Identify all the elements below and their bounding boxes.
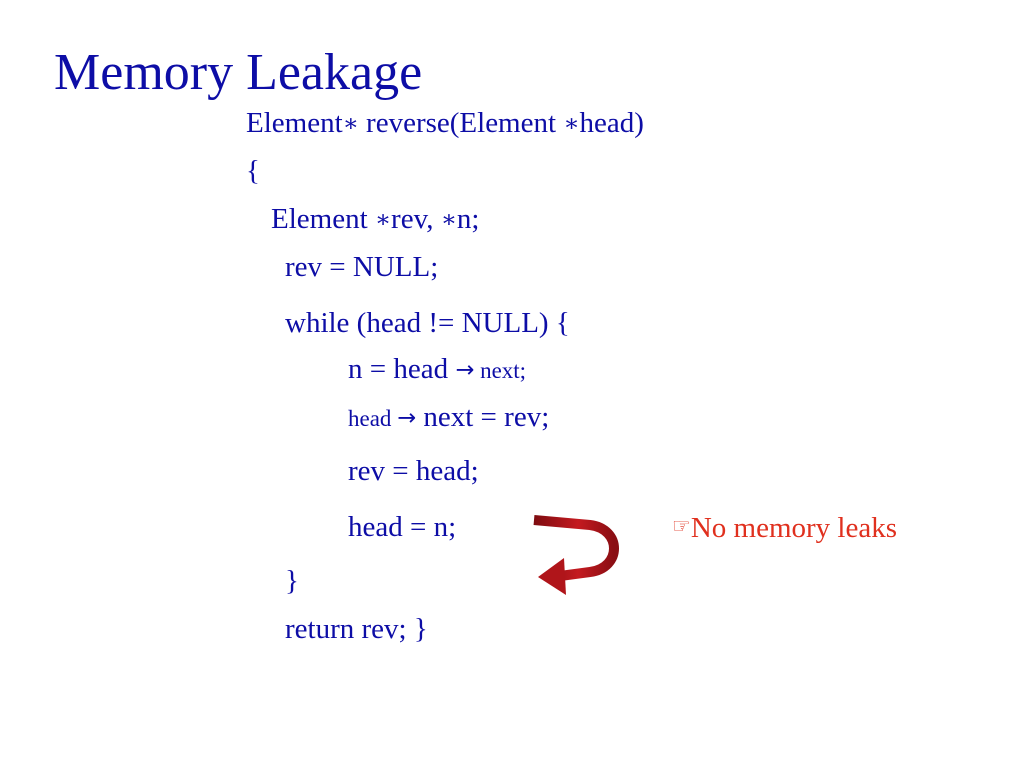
pointer-star: ∗: [563, 109, 580, 137]
right-arrow-icon: →: [455, 357, 475, 383]
pointer-star: ∗: [342, 109, 359, 137]
loop-back-arrow-icon: [533, 515, 619, 595]
code-signature-rest: reverse(Element: [358, 107, 564, 139]
code-open-brace: {: [246, 155, 260, 187]
pointer-star: ∗: [374, 205, 392, 233]
code-rev-assign: rev = head;: [348, 455, 479, 487]
right-arrow-icon: →: [397, 405, 417, 431]
code-head-next-assign: head → next = rev;: [348, 400, 549, 436]
callout-text: No memory leaks: [690, 512, 897, 544]
code-init: rev = NULL;: [285, 251, 439, 283]
code-head-assign: head = n;: [348, 511, 457, 543]
code-head-next-rest: next = rev;: [416, 401, 550, 433]
pointer-star: ∗: [440, 205, 457, 233]
code-while: while (head != NULL) {: [285, 307, 570, 339]
code-decl-n: n;: [456, 203, 480, 235]
code-signature: Element∗ reverse(Element ∗head): [246, 106, 644, 141]
code-declaration: Element ∗rev, ∗n;: [271, 202, 479, 237]
code-close-brace: }: [285, 565, 299, 597]
code-head-word: head: [348, 406, 398, 431]
code-return: return rev; }: [285, 613, 428, 645]
slide-title: Memory Leakage: [54, 44, 423, 101]
callout-no-memory-leaks: ☞No memory leaks: [672, 511, 897, 547]
code-n-assign: n = head → next;: [348, 352, 526, 388]
hand-pointing-icon: ☞: [672, 514, 691, 538]
code-n-assign-lhs: n = head: [348, 353, 456, 385]
code-signature-param: head): [579, 107, 644, 139]
code-decl-type: Element: [271, 203, 375, 235]
code-n-assign-field: next;: [474, 358, 527, 383]
code-signature-type: Element: [246, 107, 343, 139]
code-decl-rev: rev,: [391, 203, 441, 235]
